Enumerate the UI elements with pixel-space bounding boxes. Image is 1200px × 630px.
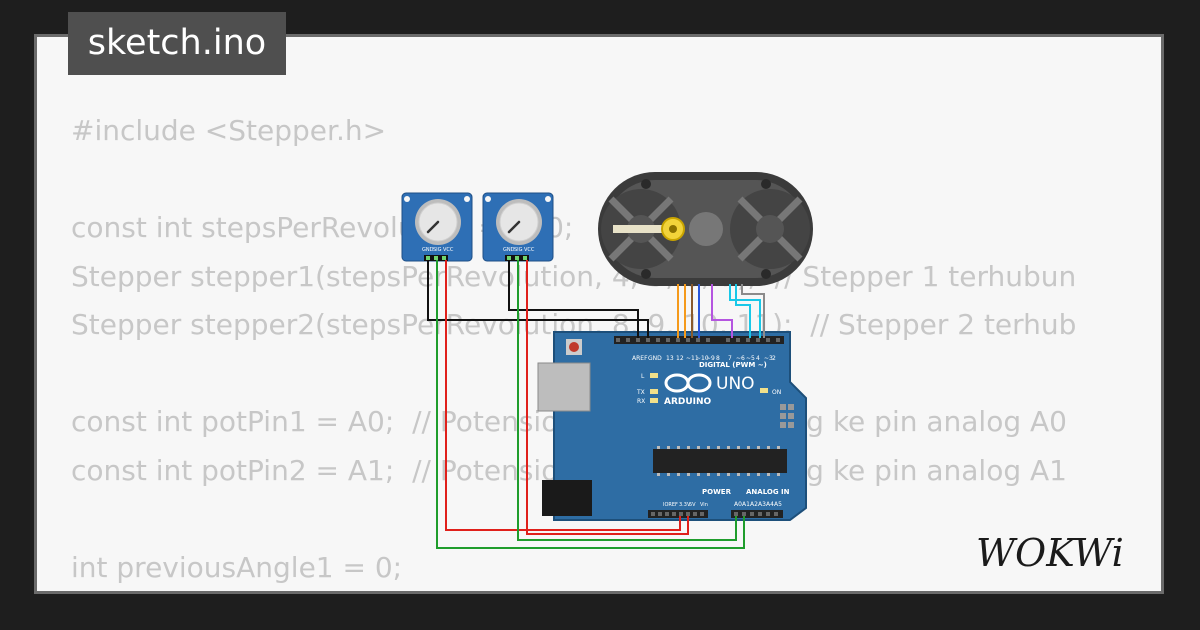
pin-a5: A5	[774, 501, 782, 508]
pot2-pin-vcc: VCC	[524, 247, 535, 253]
pin-ioref: IOREF	[663, 502, 678, 508]
pin-a2: A2	[750, 501, 758, 508]
wokwi-logo-text: WOKWi	[976, 531, 1124, 574]
digital-pwm-label: DIGITAL (PWM ~)	[699, 361, 767, 369]
pin-5v: 5V	[689, 502, 696, 508]
pin-a1: A1	[742, 501, 750, 508]
led-label-tx: TX	[636, 389, 645, 396]
wire-pot1-sig	[436, 260, 745, 549]
pin-a4: A4	[766, 501, 774, 508]
pot1-pin-gnd: GND	[422, 247, 434, 253]
pin-vin: Vin	[700, 502, 708, 508]
pin-8: 8	[716, 355, 720, 362]
board-model: UNO	[716, 374, 755, 394]
pin-aref: AREF	[632, 355, 648, 362]
potentiometer-1[interactable]: GND SIG VCC	[401, 192, 473, 262]
led-label-l: L	[641, 373, 645, 380]
potentiometer-2[interactable]: GND SIG VCC	[482, 192, 554, 262]
pin-2: 2	[772, 355, 776, 362]
led-label-rx: RX	[637, 398, 645, 405]
wire-pot2-vcc	[526, 260, 689, 535]
wire-pot1-vcc	[445, 260, 681, 531]
pin-11: ~11	[686, 355, 699, 362]
pot1-pin-vcc: VCC	[443, 247, 454, 253]
pin-10: ~10	[696, 355, 709, 362]
wokwi-logo: WOKWi	[976, 531, 1124, 574]
wire-pot1-gnd	[427, 260, 649, 338]
pin-a3: A3	[758, 501, 766, 508]
code-line: int previousAngle1 = 0;	[71, 550, 403, 584]
wires	[427, 260, 765, 549]
arduino-infinity-icon	[664, 373, 712, 393]
code-line: #include <Stepper.h>	[71, 114, 387, 147]
file-tab[interactable]: sketch.ino	[68, 12, 286, 75]
pin-4: 4	[756, 355, 760, 362]
pin-a0: A0	[734, 501, 742, 508]
arduino-uno-board[interactable]: AREF GND 13 12 ~11 ~10 ~9 8 7 ~6 ~5 4 ~3…	[537, 331, 807, 521]
stepper-motor[interactable]	[598, 172, 813, 286]
pin-13: 13	[666, 355, 674, 362]
pin-3v3: 3.3V	[679, 502, 691, 508]
pot1-pin-sig: SIG	[433, 247, 442, 253]
pin-5: ~5	[746, 355, 755, 362]
board-brand: ARDUINO	[664, 397, 712, 407]
wire-pot2-sig	[517, 260, 737, 541]
wire-stepper-e	[711, 284, 733, 338]
analog-in-label: ANALOG IN	[746, 488, 790, 496]
wire-stepper-f	[729, 284, 761, 338]
pin-9: ~9	[706, 355, 715, 362]
pin-7: 7	[728, 355, 732, 362]
pot2-pin-gnd: GND	[503, 247, 515, 253]
pin-12: 12	[676, 355, 684, 362]
wire-stepper-g	[735, 284, 751, 338]
led-label-on: ON	[772, 389, 781, 396]
wire-stepper-h	[741, 284, 765, 338]
pin-3: ~3	[764, 355, 773, 362]
code-line: Stepper stepper1(stepsPerRevolution, 4, …	[71, 259, 1077, 293]
power-label: POWER	[702, 488, 732, 496]
pin-gnd-top: GND	[648, 355, 662, 362]
pin-6: ~6	[736, 355, 745, 362]
pot2-pin-sig: SIG	[514, 247, 523, 253]
wire-pot2-gnd	[508, 260, 639, 338]
